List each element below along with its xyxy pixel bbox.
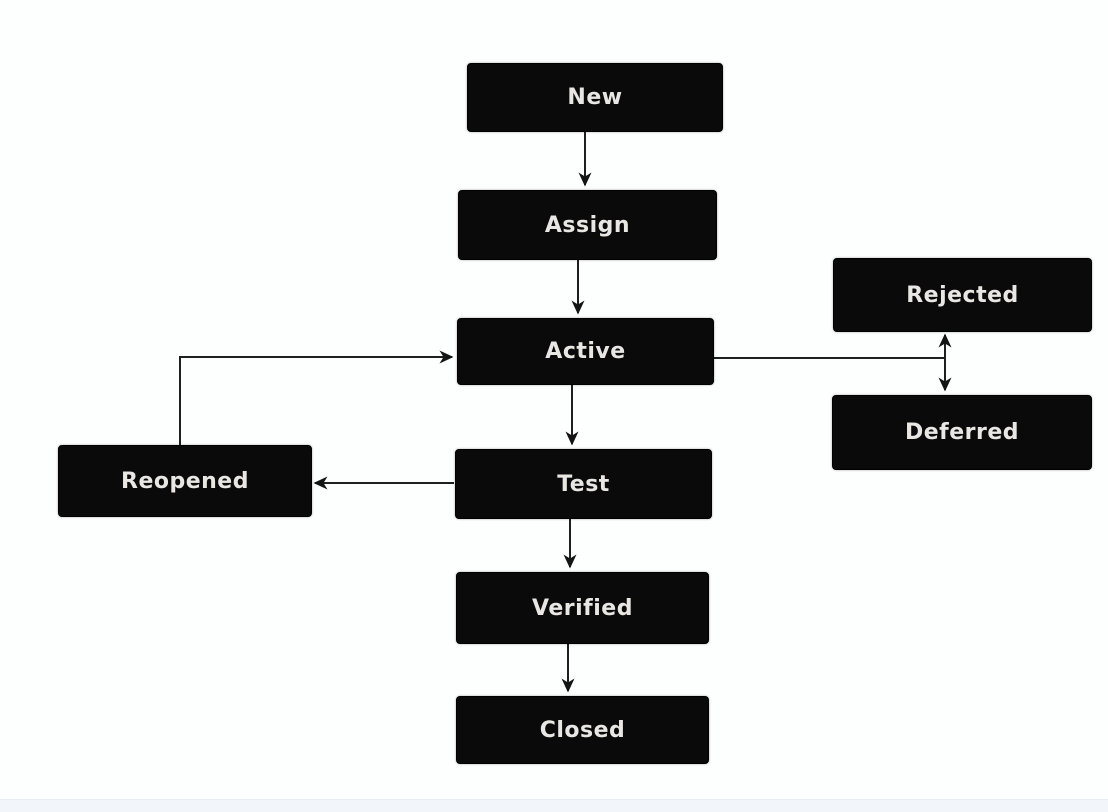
- node-active-label: Active: [545, 339, 626, 364]
- node-new-label: New: [567, 85, 623, 110]
- node-reopened: Reopened: [58, 445, 312, 517]
- node-rejected: Rejected: [833, 258, 1092, 332]
- node-verified: Verified: [456, 572, 709, 644]
- node-new: New: [467, 63, 723, 132]
- node-test: Test: [455, 449, 712, 519]
- node-reopened-label: Reopened: [121, 468, 249, 494]
- node-active: Active: [457, 318, 714, 385]
- node-closed: Closed: [456, 696, 709, 764]
- footer-strip: [0, 799, 1108, 812]
- node-assign-label: Assign: [544, 212, 631, 238]
- node-deferred: Deferred: [832, 395, 1092, 470]
- node-assign: Assign: [458, 190, 717, 260]
- node-closed-label: Closed: [539, 717, 626, 743]
- edge-reopened-active: [179, 350, 454, 445]
- node-rejected-label: Rejected: [906, 282, 1019, 308]
- node-test-label: Test: [557, 471, 610, 497]
- node-deferred-label: Deferred: [904, 420, 1020, 445]
- node-verified-label: Verified: [532, 595, 633, 621]
